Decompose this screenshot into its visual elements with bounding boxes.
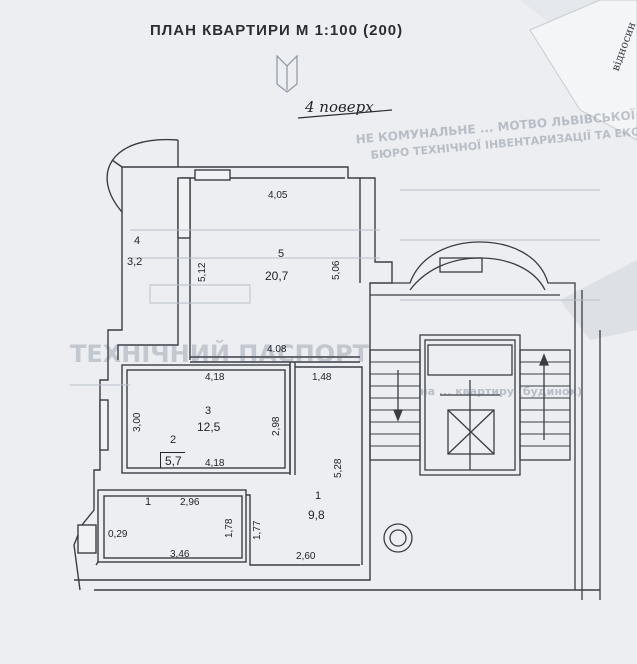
room-3-bottom-dim: 4,18 [205,458,225,469]
room-1-number: 1 [315,490,322,502]
room-3-right-dim: 2,98 [271,416,282,436]
room-3-area: 12,5 [197,420,221,434]
background-stamp-subtitle: на ... квартиру (будинок) [420,385,583,398]
side-paper-sheet [529,0,637,141]
bathroom-number: 1 [145,496,152,508]
room-5-left-dim: 5,12 [197,262,208,282]
room-2-area: 5,7 [160,452,185,468]
room-1-bottom-dim: 2,60 [296,551,316,562]
bathroom-right-dim: 1,78 [224,518,235,538]
bathroom-left-dim: 0,29 [108,529,128,540]
wall-outline [73,138,600,591]
background-form-lines [70,189,600,386]
room-4-number: 4 [134,235,141,247]
room-3-number: 3 [205,405,212,417]
room-1-right-dim: 5,28 [333,458,344,478]
floor-label-underline [297,109,393,119]
room-5-number: 5 [278,248,285,260]
room-5-bottom-dim: 4.08 [267,344,287,355]
room-5-right-dim: 5,06 [331,260,342,280]
room-5-area: 20,7 [265,269,289,283]
bathroom-top-dim: 2,96 [180,497,200,508]
room-1-area: 9,8 [308,508,325,522]
room-2-number: 2 [170,434,177,446]
page-title: ПЛАН КВАРТИРИ М 1:100 (200) [150,22,404,39]
stairwell [369,241,601,600]
room-3-top-dim: 4,18 [205,372,225,383]
room-4-area: 3,2 [127,256,143,268]
trident-emblem [276,54,298,93]
background-stamp-title: ТЕХНІЧНИЙ ПАСПОРТ [70,340,370,368]
room-1-top-dim: 1,48 [312,372,332,383]
bathroom-bottom-dim: 3,46 [170,549,190,560]
room-1-left-dim: 1,77 [252,520,263,540]
room-5-top-dim: 4,05 [268,190,288,201]
room-3-left-dim: 3,00 [132,412,143,432]
floor-label: 4 поверх [305,98,374,116]
